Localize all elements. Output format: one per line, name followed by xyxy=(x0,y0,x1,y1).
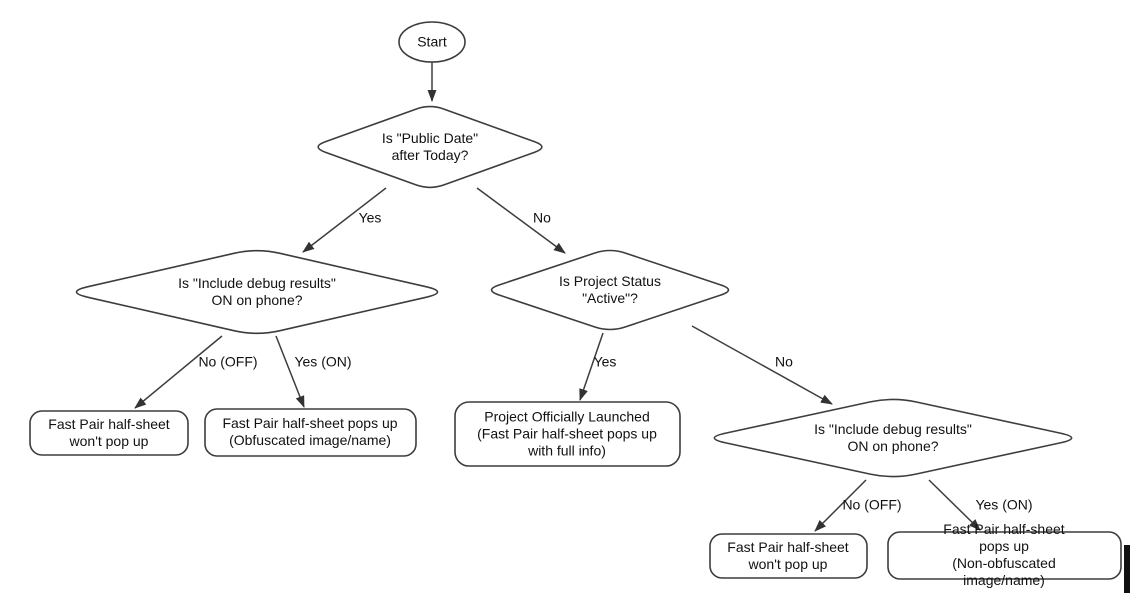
edge-label-debug-left-yes: Yes (ON) xyxy=(294,353,352,370)
outcome-launched-shape xyxy=(454,401,681,467)
outcome-no-popup-left-label: Fast Pair half-sheet won't pop up xyxy=(48,416,170,449)
edge-label-public-date-yes: Yes xyxy=(358,209,382,226)
text-cursor xyxy=(1124,545,1130,593)
node-shapes xyxy=(29,21,1122,580)
arrow-debug-right-no xyxy=(814,479,867,532)
edge-label-public-date-no: No xyxy=(533,209,551,226)
outcome-obfuscated-shape xyxy=(204,408,417,457)
start-node-label: Start xyxy=(417,33,447,50)
outcome-no-popup-left-shape xyxy=(29,410,189,456)
arrow-project-status-yes xyxy=(579,332,604,401)
outcome-no-popup-right-shape xyxy=(709,533,868,579)
decision-public-date-shape xyxy=(317,105,543,189)
edge-label-project-status-no: No xyxy=(775,353,793,370)
decision-debug-right-label: Is "Include debug results" ON on phone? xyxy=(814,421,972,454)
decision-project-status-label: Is Project Status "Active"? xyxy=(559,273,661,306)
outcome-launched-label: Project Officially Launched (Fast Pair h… xyxy=(477,408,657,459)
outcome-obfuscated-label: Fast Pair half-sheet pops up (Obfuscated… xyxy=(222,415,398,448)
decision-debug-right-shape xyxy=(713,398,1073,478)
edge-label-project-status-yes: Yes xyxy=(593,353,617,370)
arrow-debug-right-yes xyxy=(928,479,981,531)
decision-debug-left-shape xyxy=(75,249,439,335)
connector-arrows xyxy=(134,62,981,532)
arrow-public-date-no xyxy=(476,187,566,254)
decision-debug-left-label: Is "Include debug results" ON on phone? xyxy=(178,275,336,308)
decision-public-date-label: Is "Public Date" after Today? xyxy=(381,130,479,163)
arrow-project-status-no xyxy=(691,325,833,405)
edge-label-debug-left-no: No (OFF) xyxy=(198,353,258,370)
edge-label-debug-right-yes: Yes (ON) xyxy=(975,496,1033,513)
outcome-no-popup-right-label: Fast Pair half-sheet won't pop up xyxy=(727,539,849,572)
arrow-debug-left-no xyxy=(134,335,223,409)
decision-project-status-shape xyxy=(490,249,730,331)
outcome-non-obfuscated-shape xyxy=(887,531,1122,580)
arrow-public-date-yes xyxy=(302,187,387,253)
outcome-non-obfuscated-label: Fast Pair half-sheet pops up (Non-obfusc… xyxy=(943,521,1065,588)
edge-label-debug-right-no: No (OFF) xyxy=(842,496,902,513)
arrow-debug-left-yes xyxy=(275,335,305,408)
